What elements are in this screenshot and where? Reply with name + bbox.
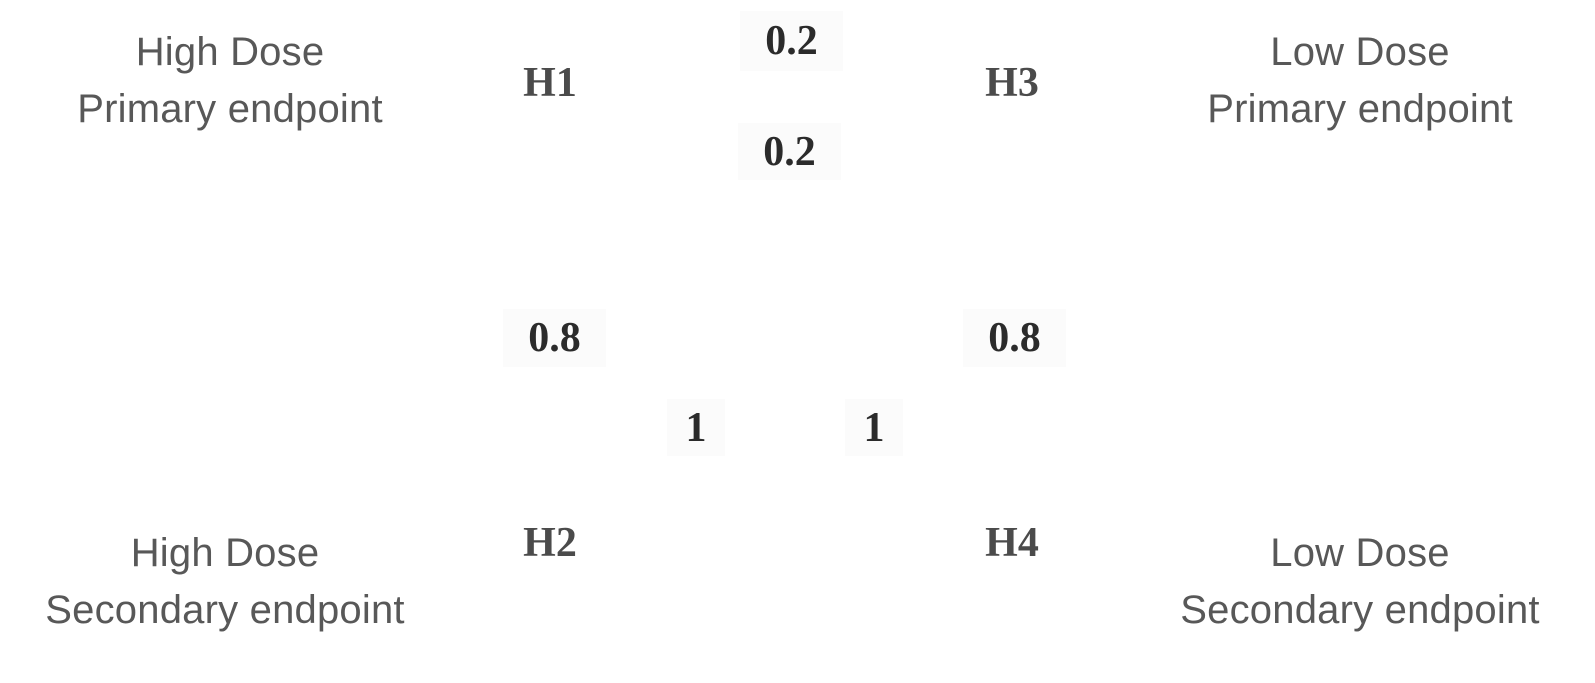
endpoint-label-high-dose-secondary: High Dose Secondary endpoint bbox=[10, 525, 440, 639]
endpoint-label-high-dose-primary: High Dose Primary endpoint bbox=[20, 24, 440, 138]
node-label-h2: H2 bbox=[523, 520, 577, 566]
edge-weight-h1-to-h3: 0.2 bbox=[740, 11, 843, 71]
node-label-h4: H4 bbox=[985, 520, 1039, 566]
endpoint-label-line2: Secondary endpoint bbox=[45, 587, 405, 632]
edge-weight-h4-to-h2: 1 bbox=[845, 399, 903, 456]
edge-weight-h2-to-h4: 1 bbox=[667, 399, 725, 456]
endpoint-label-line1: High Dose bbox=[135, 30, 325, 74]
node-label-h3: H3 bbox=[985, 60, 1039, 106]
endpoint-label-low-dose-primary: Low Dose Primary endpoint bbox=[1140, 24, 1580, 138]
node-label-h1: H1 bbox=[523, 60, 577, 106]
endpoint-label-line1: Low Dose bbox=[1270, 30, 1450, 74]
endpoint-label-low-dose-secondary: Low Dose Secondary endpoint bbox=[1135, 525, 1585, 639]
endpoint-label-line2: Secondary endpoint bbox=[1180, 587, 1540, 632]
endpoint-label-line2: Primary endpoint bbox=[1207, 86, 1513, 131]
edge-weight-h3-to-h1: 0.2 bbox=[738, 123, 841, 180]
edge-weight-h1-to-h2: 0.8 bbox=[503, 309, 606, 367]
endpoint-label-line2: Primary endpoint bbox=[77, 86, 383, 131]
endpoint-label-line1: Low Dose bbox=[1270, 531, 1450, 575]
edge-weight-h3-to-h4: 0.8 bbox=[963, 309, 1066, 367]
endpoint-label-line1: High Dose bbox=[130, 531, 320, 575]
